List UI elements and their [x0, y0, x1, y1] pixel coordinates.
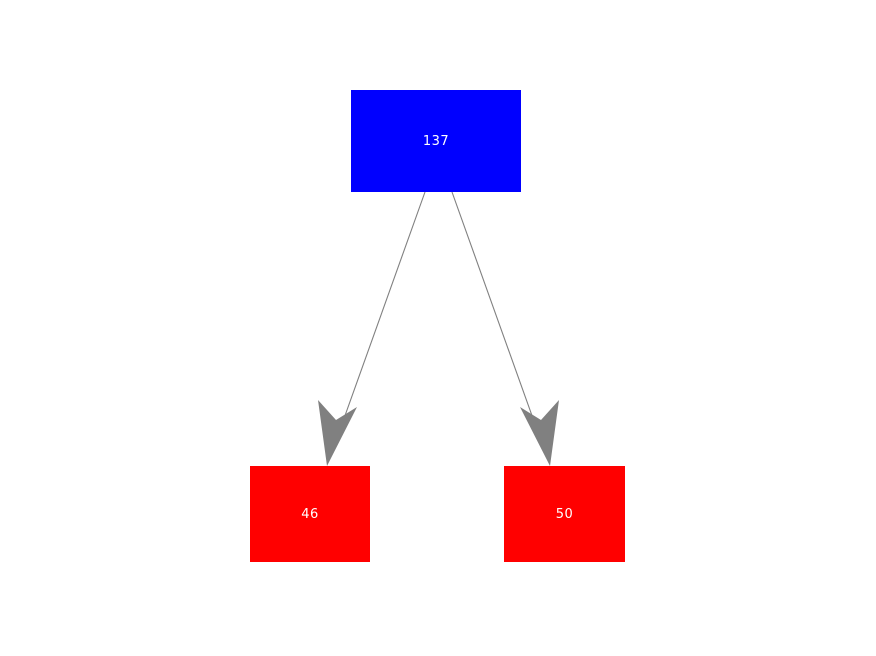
edge-root-right-arrowhead: [520, 400, 559, 466]
tree-node-left-child-label: 46: [301, 506, 319, 522]
tree-node-right-child-label: 50: [555, 506, 574, 522]
tree-node-root-label: 137: [422, 133, 450, 149]
edge-root-left-line: [336, 191, 426, 439]
tree-node-left-child[interactable]: 46: [250, 466, 370, 562]
tree-node-root[interactable]: 137: [351, 90, 521, 192]
edge-root-left: [318, 191, 426, 466]
edge-root-left-arrowhead: [318, 400, 357, 466]
edge-root-right: [451, 191, 559, 466]
tree-node-right-child[interactable]: 50: [504, 466, 625, 562]
edge-root-right-line: [451, 191, 541, 439]
